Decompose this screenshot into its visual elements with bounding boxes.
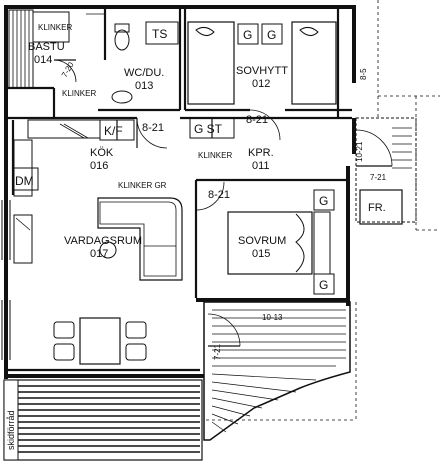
east-wall-top	[352, 5, 356, 83]
room-number-kok: 016	[90, 160, 108, 172]
side-table	[99, 241, 117, 259]
interior-walls	[8, 9, 352, 372]
room-name-kpr: KPR.	[248, 147, 274, 159]
room-name-sovrum: SOVRUM	[238, 235, 286, 247]
sovrum-door-arc	[195, 181, 225, 211]
roof-outline	[206, 0, 440, 421]
terrace-north-wall	[196, 298, 350, 302]
south-wall-left	[4, 374, 204, 378]
room-number-wc: 013	[135, 80, 153, 92]
label-dm: DM	[15, 174, 34, 188]
window-size-side: 8-5	[359, 68, 368, 80]
wc-fixtures	[86, 13, 179, 104]
kitchen-counter	[13, 119, 135, 197]
sofa	[97, 197, 183, 281]
room-number-sovhytt: 012	[252, 78, 270, 90]
label-fr: FR.	[368, 202, 386, 214]
door-size-sovhytt: 8-21	[246, 114, 268, 126]
label-g-3: G	[319, 194, 328, 208]
label-skidforrad: skidförråd	[6, 410, 16, 450]
west-wall	[4, 5, 8, 379]
sovrum-furniture	[227, 189, 335, 295]
floor-label-kpr: KLINKER	[198, 151, 232, 160]
door-size-terrace: 10-13	[262, 313, 283, 322]
dining-set	[53, 317, 147, 365]
label-g-1: G	[243, 28, 252, 42]
door-size-entry: 10-21	[355, 141, 364, 162]
room-number-vardagsrum: 017	[90, 248, 108, 260]
label-g-4: G	[319, 278, 328, 292]
floor-label-gr: KLINKER GR	[118, 181, 167, 190]
exterior-walls	[4, 5, 356, 379]
north-wall	[4, 5, 356, 9]
entry-area	[355, 117, 417, 225]
armchair	[13, 214, 33, 264]
east-wall-mid	[352, 118, 356, 154]
west-windows	[1, 200, 11, 360]
room-name-wc: WC/DU.	[124, 67, 164, 79]
room-name-vardagsrum: VARDAGSRUM	[64, 235, 142, 247]
room-name-bastu: BASTU	[28, 41, 65, 53]
sovhytt-door-arc	[249, 109, 281, 141]
door-size-terrace2: 7-21	[213, 343, 222, 360]
sovhytt-beds	[187, 21, 337, 105]
east-wall-lower	[346, 166, 350, 306]
label-g-st: G ST	[194, 122, 223, 136]
door-size-kpr: 8-21	[142, 122, 164, 134]
room-number-bastu: 014	[34, 54, 52, 66]
room-name-sovhytt: SOVHYTT	[236, 65, 288, 77]
floor-label-bastu: KLINKER	[38, 23, 72, 32]
room-number-sovrum: 015	[252, 248, 270, 260]
ski-storage	[3, 379, 203, 461]
floor-label-wc: KLINKER	[62, 89, 96, 98]
label-g-2: G	[267, 28, 276, 42]
sauna-bench	[8, 9, 70, 89]
room-name-kok: KÖK	[90, 147, 114, 159]
door-size-bastu: 7-20	[60, 60, 76, 79]
door-size-entry2: 7-21	[370, 173, 387, 182]
room-number-kpr: 011	[252, 160, 270, 172]
label-ts: TS	[152, 27, 167, 41]
terrace	[203, 301, 351, 441]
label-kf: K/F	[104, 124, 123, 138]
door-size-sovrum: 8-21	[208, 189, 230, 201]
